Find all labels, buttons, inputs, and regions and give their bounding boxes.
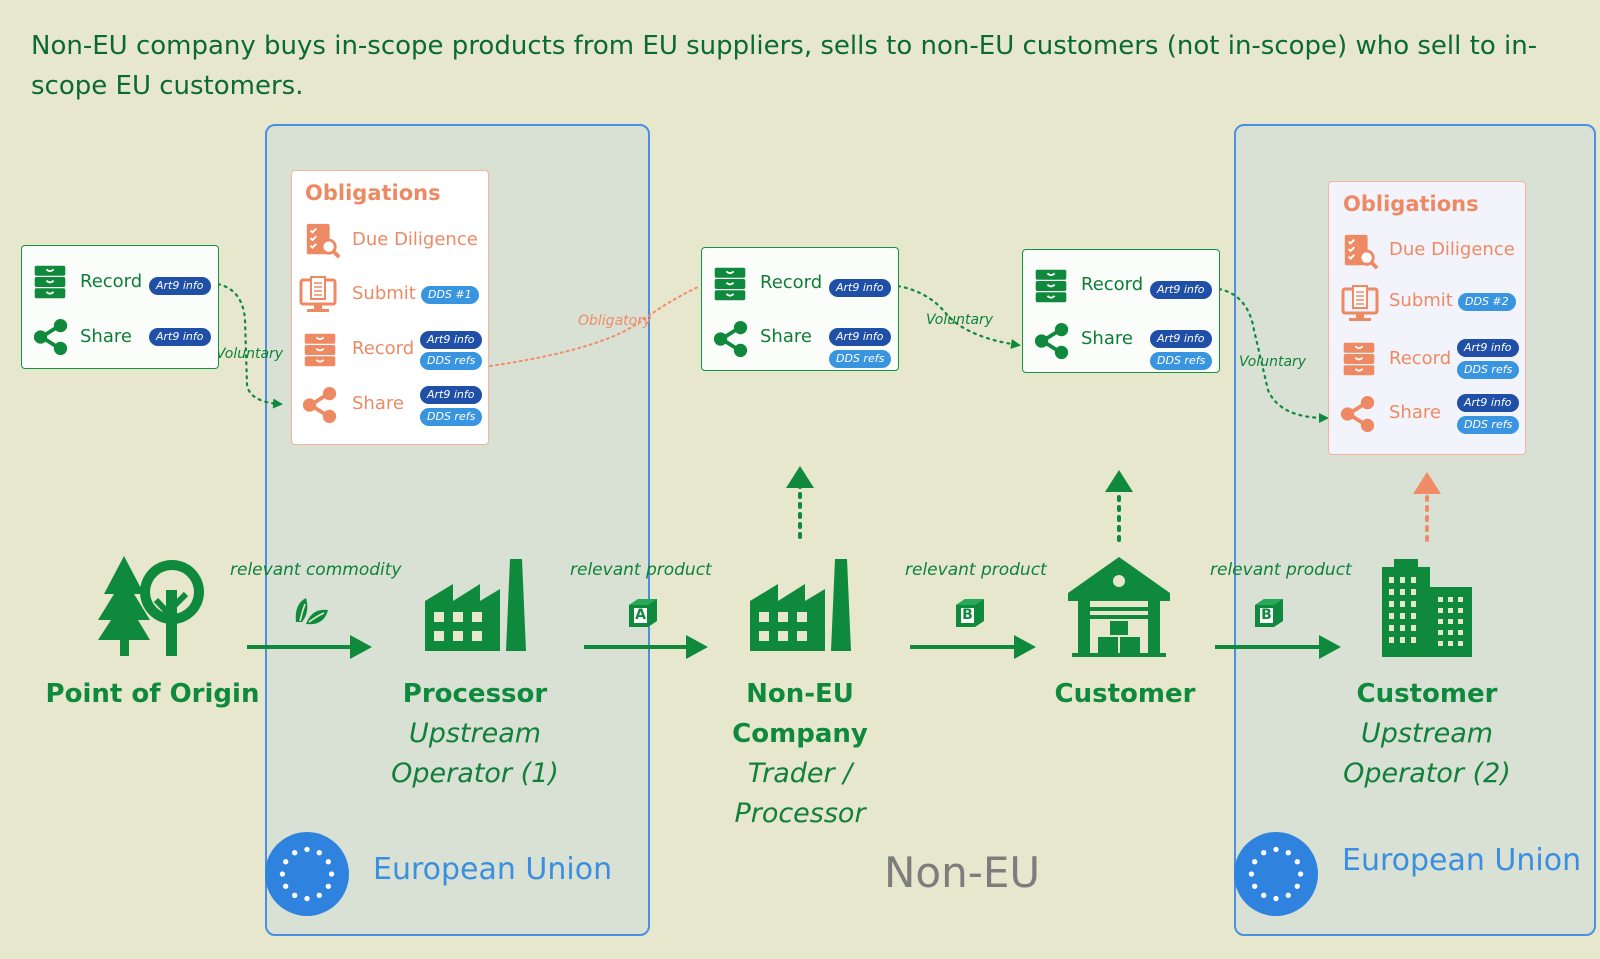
due-diligence-icon (1341, 232, 1379, 270)
record-icon (712, 265, 748, 303)
flow-label-product-b: relevant product (1210, 560, 1352, 580)
submit-label: Submit (1389, 290, 1453, 311)
dds-refs-badge: DDS refs (420, 408, 483, 426)
submit-icon (297, 275, 339, 315)
node-role: Processor (734, 798, 866, 829)
node-name: Customer (1356, 679, 1498, 709)
product-box-icon: B (953, 596, 987, 630)
art9-badge: Art9 info (1150, 330, 1212, 348)
art9-badge: Art9 info (1150, 281, 1212, 299)
record-label: Record (1389, 348, 1452, 369)
flow-label-product-b: relevant product (905, 560, 1047, 580)
due-diligence-icon (303, 221, 341, 259)
voluntary-label: Voluntary (216, 346, 284, 362)
art9-badge: Art9 info (420, 386, 482, 404)
node-customer: Customer (1020, 674, 1230, 714)
record-icon (1033, 267, 1069, 305)
record-icon (1341, 340, 1377, 378)
share-label: Share (80, 326, 132, 347)
due-diligence-label: Due Diligence (1389, 239, 1515, 260)
voluntary-label: Voluntary (926, 312, 994, 328)
node-name: Customer (1054, 679, 1196, 709)
art9-badge: Art9 info (1457, 339, 1519, 357)
record-label: Record (760, 272, 823, 293)
share-icon (1033, 321, 1071, 361)
share-icon (301, 385, 339, 425)
share-label: Share (352, 393, 404, 414)
art9-badge: Art9 info (420, 331, 482, 349)
page-title: Non-EU company buys in-scope products fr… (31, 31, 1538, 101)
non-eu-company-info-box: Record Art9 info Share Art9 info DDS ref… (701, 247, 899, 371)
due-diligence-label: Due Diligence (352, 229, 478, 250)
art9-badge: Art9 info (1457, 394, 1519, 412)
record-icon (302, 331, 338, 369)
submit-label: Submit (352, 283, 416, 304)
node-role: Operator (2) (1343, 758, 1511, 789)
obligatory-label: Obligatory (578, 313, 652, 329)
node-processor: Processor Upstream Operator (1) (365, 674, 585, 794)
node-role: Trader / (747, 758, 853, 789)
node-role: Upstream (1360, 718, 1494, 749)
office-building-icon (1382, 559, 1472, 657)
share-label: Share (1389, 402, 1441, 423)
record-label: Record (80, 271, 143, 292)
record-label: Record (352, 338, 415, 359)
voluntary-label: Voluntary (1239, 354, 1307, 370)
node-name: Company (732, 719, 868, 749)
product-box-icon: A (626, 596, 660, 630)
obligations-panel-1: Obligations Due Diligence Submit DDS #1 … (291, 170, 489, 445)
eu-region-label: European Union (1342, 843, 1582, 878)
eu-region-label: European Union (373, 852, 613, 887)
non-eu-region-label: Non-EU (884, 848, 1041, 897)
share-label: Share (760, 326, 812, 347)
art9-badge: Art9 info (149, 277, 211, 295)
trees-icon (98, 556, 204, 656)
dds-refs-badge: DDS refs (1457, 361, 1520, 379)
factory-icon (420, 556, 530, 656)
share-icon (32, 317, 70, 357)
node-non-eu-company: Non-EU Company Trader / Processor (690, 674, 910, 834)
dds-refs-badge: DDS refs (420, 352, 483, 370)
node-name: Non-EU (746, 679, 854, 709)
share-icon (1339, 394, 1377, 434)
share-label: Share (1081, 328, 1133, 349)
node-role: Operator (1) (391, 758, 559, 789)
share-icon (712, 319, 750, 359)
customer-info-box: Record Art9 info Share Art9 info DDS ref… (1022, 249, 1220, 373)
obligations-title: Obligations (305, 181, 441, 205)
node-point-of-origin: Point of Origin (45, 679, 260, 709)
factory-icon (745, 556, 855, 656)
warehouse-icon (1068, 557, 1170, 657)
dds-badge: DDS #2 (1458, 293, 1516, 311)
art9-badge: Art9 info (829, 279, 891, 297)
leaf-icon (295, 598, 328, 625)
origin-info-box: Record Art9 info Share Art9 info (21, 245, 219, 369)
obligations-title: Obligations (1343, 192, 1479, 216)
dds-refs-badge: DDS refs (829, 350, 892, 368)
record-icon (32, 263, 68, 301)
dds-refs-badge: DDS refs (1150, 352, 1213, 370)
flow-label-product-a: relevant product (570, 560, 712, 580)
product-box-icon: B (1252, 596, 1286, 630)
art9-badge: Art9 info (829, 328, 891, 346)
submit-icon (1339, 284, 1381, 324)
node-role: Upstream (408, 718, 542, 749)
obligations-panel-2: Obligations Due Diligence Submit DDS #2 … (1328, 181, 1526, 455)
node-customer-eu: Customer Upstream Operator (2) (1317, 674, 1537, 794)
flow-label-commodity: relevant commodity (230, 560, 402, 580)
node-name: Processor (402, 679, 548, 709)
record-label: Record (1081, 274, 1144, 295)
dds-badge: DDS #1 (421, 286, 479, 304)
dds-refs-badge: DDS refs (1457, 416, 1520, 434)
art9-badge: Art9 info (149, 328, 211, 346)
